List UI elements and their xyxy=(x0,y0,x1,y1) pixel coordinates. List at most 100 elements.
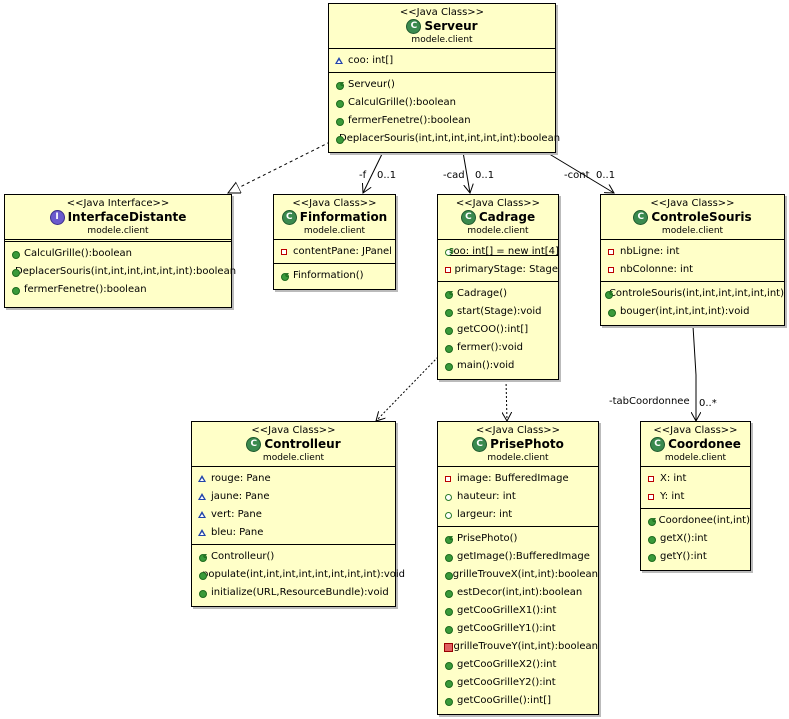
method-row[interactable]: initialize(URL,ResourceBundle):void xyxy=(192,584,395,602)
interface-icon: I xyxy=(49,210,65,225)
field-row[interactable]: Y: int xyxy=(641,488,750,506)
stereotype: <<Java Class>> xyxy=(455,198,541,209)
association-cad xyxy=(462,151,470,193)
field-icon xyxy=(444,509,453,521)
stereotype: <<Java Class>> xyxy=(650,198,735,209)
package-visibility-icon xyxy=(335,55,344,67)
private-field-icon xyxy=(607,264,616,276)
role-label-cad: -cad xyxy=(443,170,465,181)
private-field-icon xyxy=(607,246,616,258)
package-visibility-icon xyxy=(198,509,207,521)
field-row[interactable]: hauteur: int xyxy=(438,488,598,506)
multiplicity-cont: 0..1 xyxy=(596,170,616,181)
field-row[interactable]: primaryStage: Stage xyxy=(438,261,558,279)
private-method-icon xyxy=(444,641,453,653)
stereotype: <<Java Class>> xyxy=(653,425,738,436)
stereotype: <<Java Interface>> xyxy=(66,198,170,209)
field-row[interactable]: largeur: int xyxy=(438,506,598,524)
role-label-tabcoordonnee: -tabCoordonnee xyxy=(609,396,690,407)
method-row[interactable]: fermerFenetre():boolean xyxy=(5,281,231,299)
method-row[interactable]: main():void xyxy=(438,357,558,375)
method-row[interactable]: getCooGrilleY2():int xyxy=(438,674,598,692)
public-method-icon xyxy=(444,569,453,581)
package-visibility-icon xyxy=(198,527,207,539)
constructor-icon: c xyxy=(604,288,613,300)
package-label: modele.client xyxy=(411,35,473,45)
package-label: modele.client xyxy=(664,453,727,463)
public-method-icon xyxy=(444,677,453,689)
field-row[interactable]: X: int xyxy=(641,470,750,488)
method-row[interactable]: DeplacerSouris(int,int,int,int,int,int):… xyxy=(329,130,560,148)
class-icon: C xyxy=(281,210,297,225)
method-row[interactable]: getX():int xyxy=(641,530,750,548)
method-row[interactable]: CalculGrille():boolean xyxy=(5,245,231,263)
public-method-icon xyxy=(335,115,344,127)
field-row[interactable]: rouge: Pane xyxy=(192,470,395,488)
association-f xyxy=(363,151,384,193)
constructor-icon: c xyxy=(444,288,453,300)
field-row[interactable]: bleu: Pane xyxy=(192,524,395,542)
method-row[interactable]: DeplacerSouris(int,int,int,int,int,int):… xyxy=(5,263,236,281)
package-label: modele.client xyxy=(303,226,366,236)
constructor-icon: c xyxy=(647,515,656,527)
method-row[interactable]: fermer():void xyxy=(438,339,558,357)
method-row[interactable]: getImage():BufferedImage xyxy=(438,548,598,566)
method-row[interactable]: estDecor(int,int):boolean xyxy=(438,584,598,602)
method-row[interactable]: grilleTrouveX(int,int):boolean xyxy=(438,566,598,584)
public-method-icon xyxy=(11,248,20,260)
method-row[interactable]: getCOO():int[] xyxy=(438,321,558,339)
method-row[interactable]: getCooGrilleY1():int xyxy=(438,620,598,638)
class-name: Cadrage xyxy=(478,210,536,224)
method-row[interactable]: populate(int,int,int,int,int,int,int,int… xyxy=(192,566,405,584)
field-row[interactable]: vert: Pane xyxy=(192,506,395,524)
method-row[interactable]: bouger(int,int,int,int):void xyxy=(601,303,784,321)
field-row[interactable]: jaune: Pane xyxy=(192,488,395,506)
field-row[interactable]: contentPane: JPanel xyxy=(274,243,395,261)
private-field-icon xyxy=(280,246,289,258)
stereotype: <<Java Class>> xyxy=(399,7,485,18)
method-row[interactable]: CalculGrille():boolean xyxy=(329,94,555,112)
public-method-icon xyxy=(444,360,453,372)
method-row[interactable]: grilleTrouveY(int,int):boolean xyxy=(438,638,598,656)
field-row[interactable]: nbColonne: int xyxy=(601,261,784,279)
method-row[interactable]: start(Stage):void xyxy=(438,303,558,321)
method-row[interactable]: fermerFenetre():boolean xyxy=(329,112,555,130)
field-row[interactable]: coo: int[] xyxy=(329,52,555,70)
stereotype: <<Java Class>> xyxy=(251,425,336,436)
class-icon: C xyxy=(633,210,649,225)
field-row[interactable]: nbLigne: int xyxy=(601,243,784,261)
stereotype: <<Java Class>> xyxy=(475,425,561,436)
method-row[interactable]: getCooGrilleX2():int xyxy=(438,656,598,674)
field-row[interactable]: image: BufferedImage xyxy=(438,470,598,488)
multiplicity-cad: 0..1 xyxy=(475,170,495,181)
method-row[interactable]: getCooGrille():int[] xyxy=(438,692,598,710)
package-visibility-icon xyxy=(198,473,207,485)
class-icon: C xyxy=(246,437,262,452)
dependency-controlleur xyxy=(376,356,439,421)
public-method-icon xyxy=(647,551,656,563)
method-row[interactable]: getY():int xyxy=(641,548,750,566)
stereotype: <<Java Class>> xyxy=(292,198,377,209)
class-name: Finformation xyxy=(299,210,388,224)
private-field-icon xyxy=(647,473,656,485)
method-row[interactable]: getCooGrilleX1():int xyxy=(438,602,598,620)
package-label: modele.client xyxy=(262,453,325,463)
class-icon: C xyxy=(472,437,488,452)
role-label-cont: -cont xyxy=(564,170,590,181)
